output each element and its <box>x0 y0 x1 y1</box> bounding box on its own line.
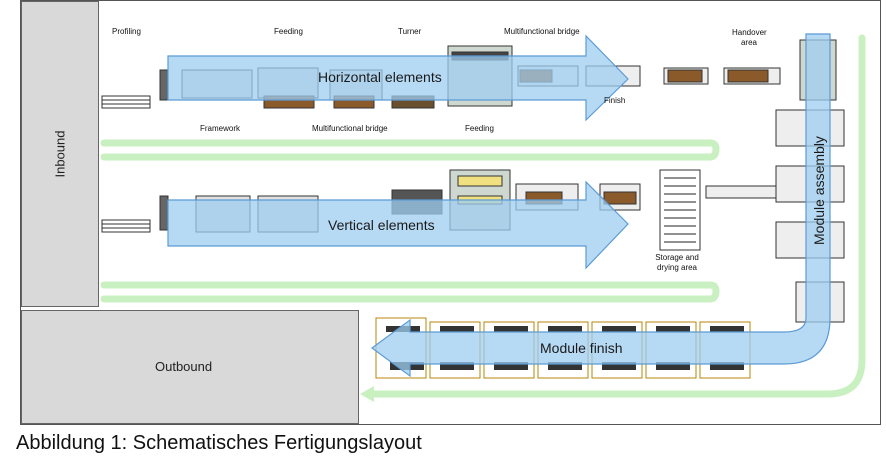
figure-caption: Abbildung 1: Schematisches Fertigungslay… <box>16 432 422 454</box>
return-track-outer <box>368 34 866 398</box>
label-turner: Turner <box>398 27 422 36</box>
inbound-zone <box>21 1 99 307</box>
label-feeding-top: Feeding <box>274 27 303 36</box>
label-framework: Framework <box>200 124 241 133</box>
return-track-arrowhead <box>360 386 374 402</box>
label-storage-drying: Storage and drying area <box>655 253 699 272</box>
horizontal-flow-arrow <box>167 34 629 122</box>
label-profiling: Profiling <box>112 27 141 36</box>
outbound-label: Outbound <box>155 359 213 374</box>
outbound-zone <box>21 310 359 424</box>
return-track <box>100 34 866 398</box>
label-feeding-bottom: Feeding <box>465 124 494 133</box>
vertical-flow-arrow <box>167 180 629 270</box>
module-finish-label: Module finish <box>540 340 623 356</box>
flow-arrows <box>167 33 831 378</box>
return-track-mid <box>100 281 720 303</box>
module-assembly-module-finish-arrow <box>370 33 831 378</box>
label-multifunctional-bridge-top: Multifunctional bridge <box>504 27 580 36</box>
return-track-top <box>100 139 720 161</box>
module-assembly-label: Module assembly <box>811 136 827 245</box>
vertical-flow-label: Vertical elements <box>328 217 435 233</box>
horizontal-flow-label: Horizontal elements <box>318 69 442 85</box>
label-finish: Finish <box>604 96 626 105</box>
label-handover-area: Handover area <box>732 28 767 47</box>
label-multifunctional-bridge-bottom: Multifunctional bridge <box>312 124 388 133</box>
